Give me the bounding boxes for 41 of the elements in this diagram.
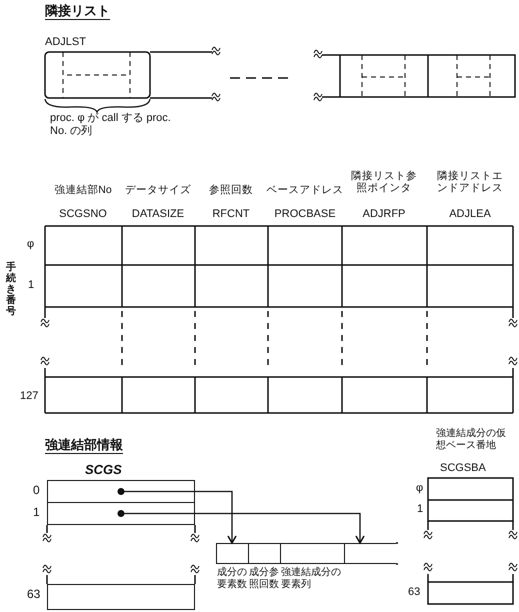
table-row (47, 502, 195, 525)
row-index: 1 (33, 506, 40, 520)
cell-caption: 成分参照回数 (249, 567, 280, 590)
table-row (47, 584, 195, 610)
label: PROCBASE (274, 208, 336, 221)
label: ベースアドレス (266, 184, 344, 196)
label: 隣接リストエンドアドレス (437, 170, 503, 194)
cell-caption: 強連結成分の要素列 (281, 567, 342, 590)
record-cell (280, 543, 345, 564)
table-row (47, 480, 195, 503)
axis-label: 手続き番号 (6, 262, 16, 317)
label: DATASIZE (132, 208, 184, 221)
label: φ (416, 482, 424, 495)
label: SCGSNO (59, 208, 107, 221)
pointer-arrow (124, 490, 237, 544)
label: 参照回数 (209, 184, 253, 196)
label: 隣接リスト参照ポインタ (351, 170, 417, 194)
section-heading: 隣接リスト (45, 4, 110, 20)
label: proc. φ が call する proc. No. の列 (50, 112, 172, 138)
label: 1 (28, 279, 34, 292)
label: 強連結部No (54, 184, 112, 196)
pointer-arrow (124, 512, 365, 544)
record-cell (216, 543, 249, 564)
label: ADJLEA (449, 208, 491, 221)
label: 63 (408, 586, 420, 599)
label: データサイズ (125, 184, 191, 196)
label: SCGSBA (440, 462, 486, 475)
cell-caption: 成分の要素数 (217, 567, 248, 590)
label: φ (27, 238, 34, 251)
label: ADJRFP (362, 208, 406, 221)
label: 1 (417, 503, 424, 516)
label: ADJLST (45, 36, 86, 49)
row-index: 0 (33, 484, 40, 498)
label: RFCNT (212, 208, 250, 221)
table-title: SCGS (85, 462, 122, 477)
label: 強連結成分の仮想ベース番地 (436, 428, 507, 451)
record-cell (344, 543, 396, 564)
record-cell (248, 543, 281, 564)
label: 127 (20, 390, 38, 403)
section-heading: 強連結部情報 (45, 438, 123, 454)
row-index: 63 (27, 588, 40, 602)
